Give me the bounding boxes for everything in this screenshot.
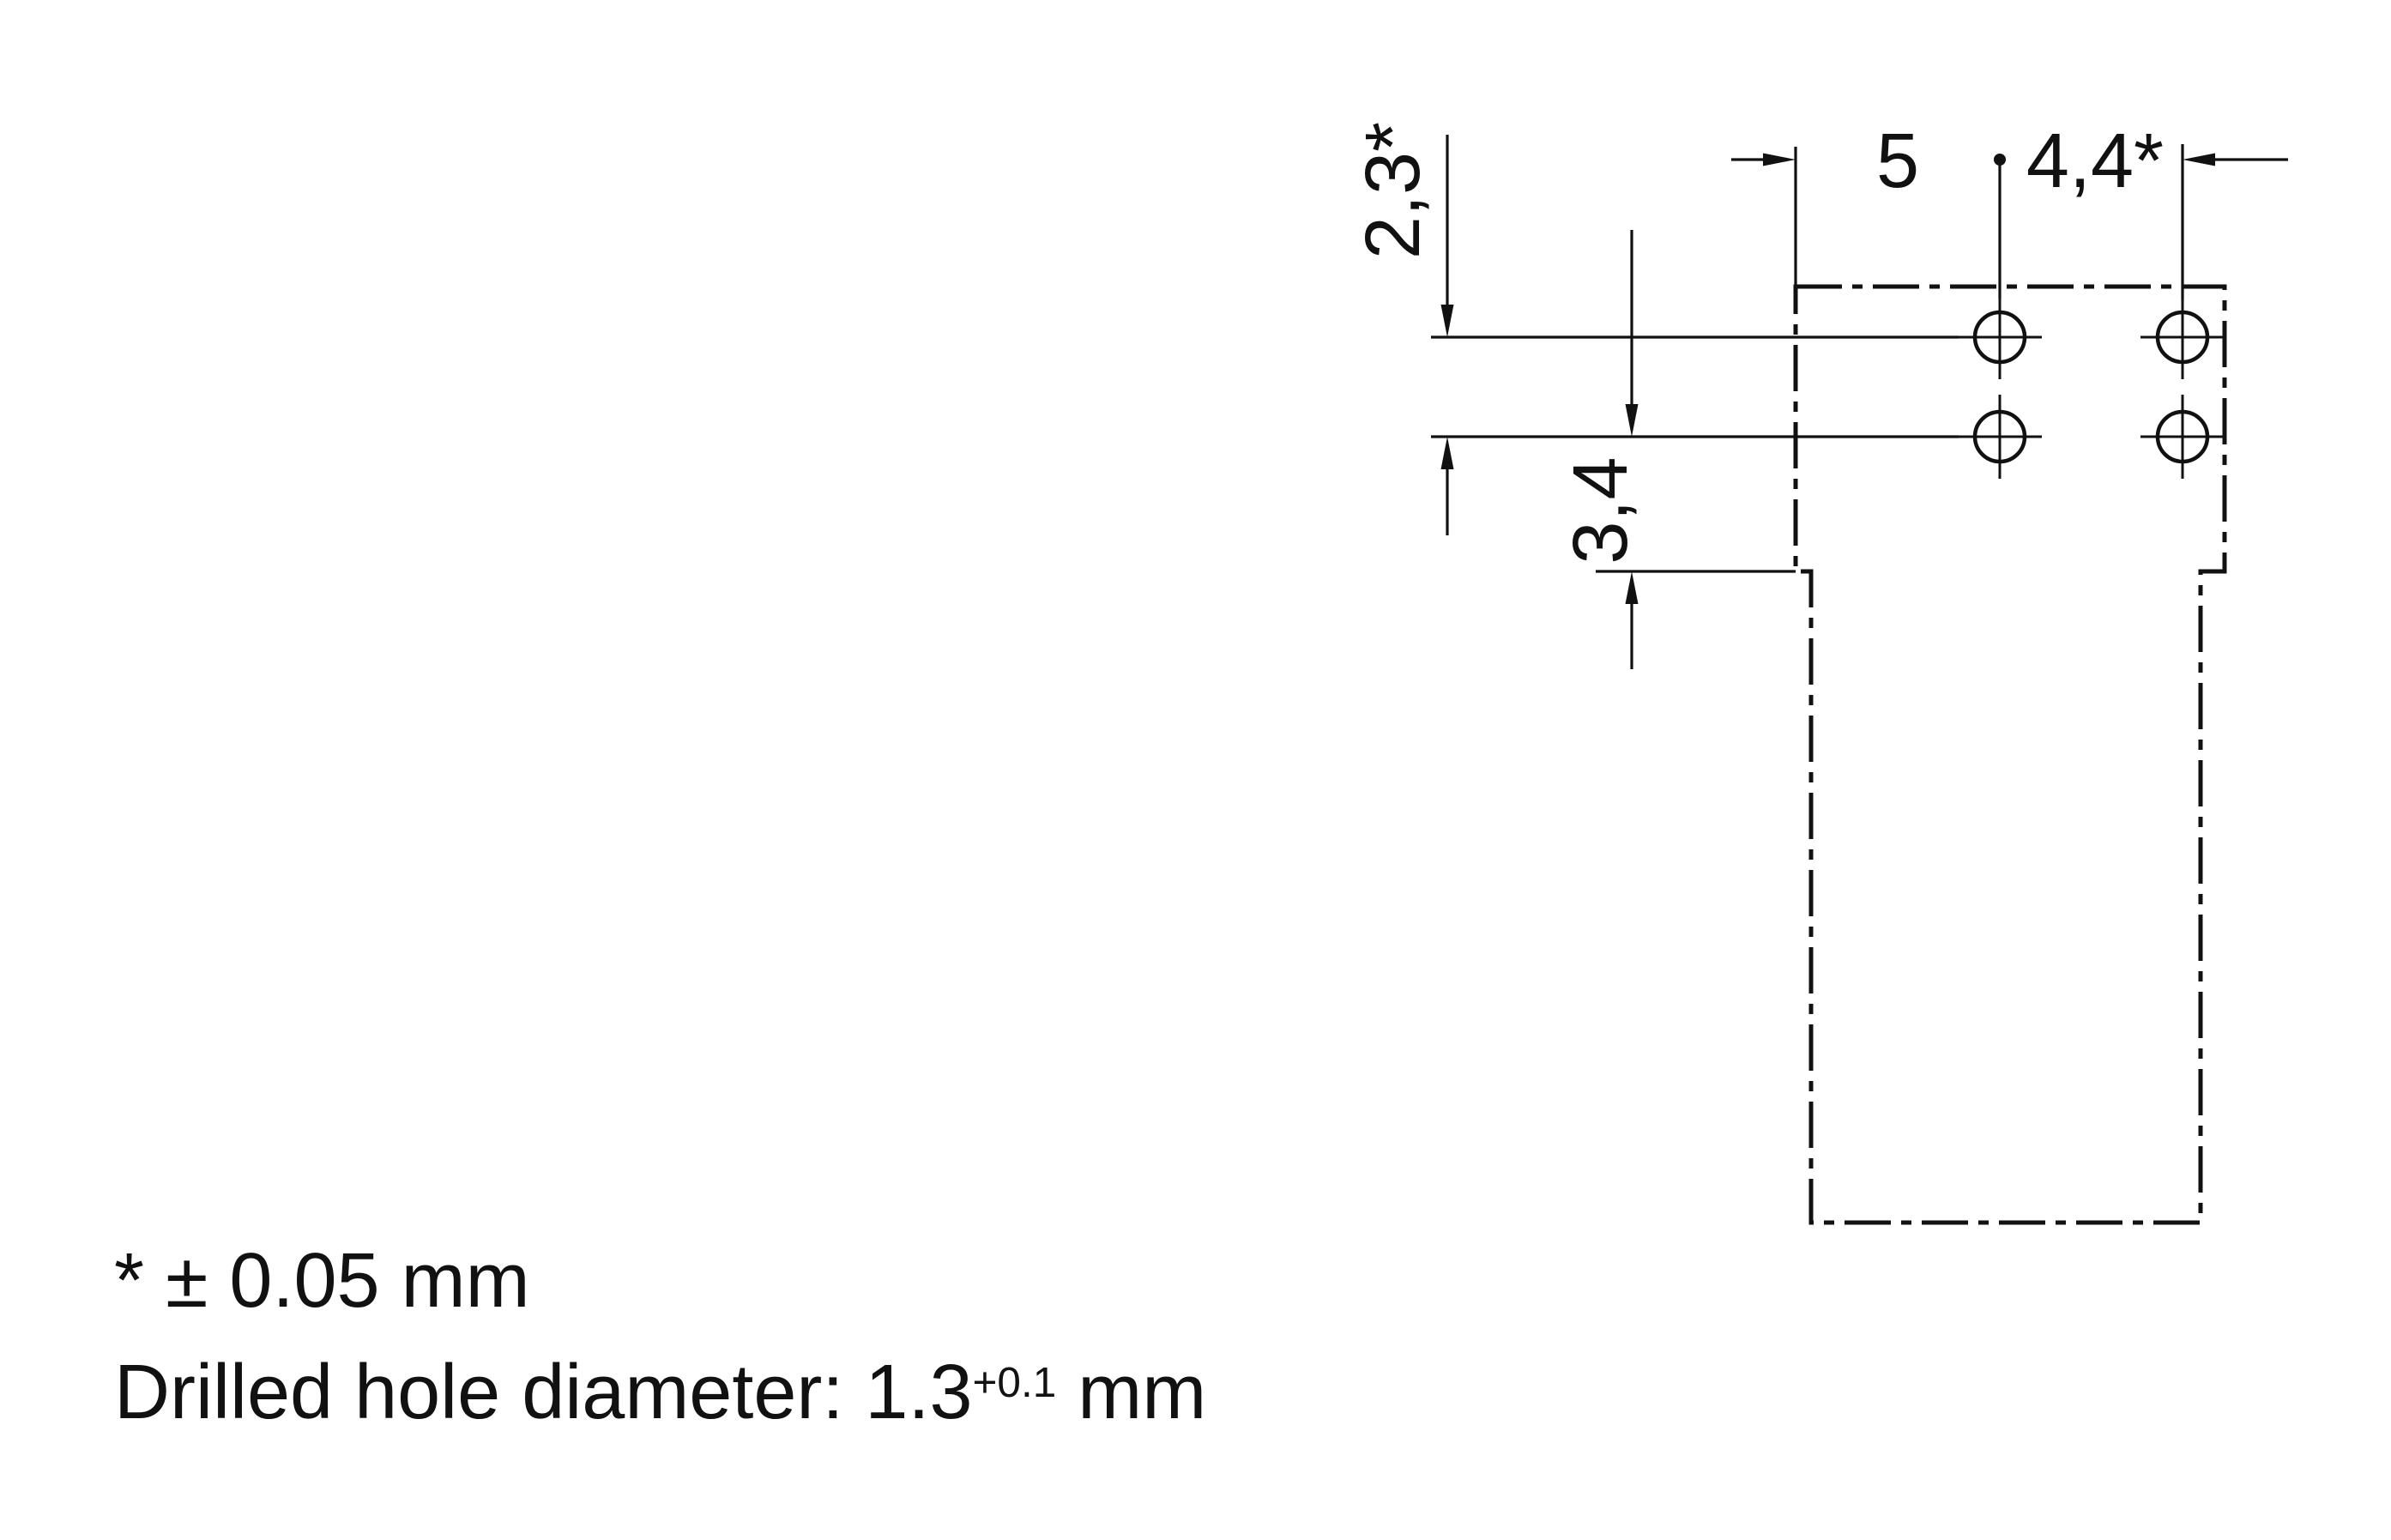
dim-label-edge-to-hole: 5 (1876, 118, 1919, 204)
arrow-up-icon (1440, 437, 1454, 469)
drilled-hole-note-text: Drilled hole diameter: 1.3 (114, 1350, 973, 1435)
hole-circle (2155, 310, 2210, 365)
drilled-hole-note-superscript: +0.1 (972, 1359, 1057, 1407)
dimension-hole-columns: 5 4,4* (1731, 118, 2288, 300)
dim-label-row-spacing: 2,3* (1350, 122, 1436, 259)
dimension-row-spacing: 2,3* (1350, 122, 1454, 535)
drilled-hole-note: Drilled hole diameter: 1.3+0.1 mm (114, 1352, 1206, 1434)
drill-hole-bottom-left (1958, 395, 2042, 479)
arrow-up-icon (1625, 571, 1639, 604)
arrow-right-icon (1763, 153, 1796, 166)
tolerance-note: * ± 0.05 mm (114, 1238, 530, 1324)
dim-point-dot (1994, 154, 2006, 166)
arrow-down-icon (1440, 305, 1454, 337)
drill-hole-top-left (1958, 295, 2042, 379)
drilled-hole-note-unit: mm (1056, 1350, 1207, 1435)
drill-hole-top-right (2140, 295, 2225, 379)
arrow-left-icon (2183, 153, 2215, 166)
arrow-down-icon (1625, 404, 1639, 437)
hole-circle (1972, 310, 2027, 365)
footprint-outline-path (1793, 284, 2227, 1225)
hole-circle (2155, 409, 2210, 464)
drill-hole-bottom-right (2140, 395, 2225, 479)
dimension-row-to-edge: 3,4 (1558, 230, 1644, 669)
dim-label-hole-spacing: 4,4* (2026, 118, 2164, 204)
connector-outline (1793, 284, 2227, 1225)
dim-label-row-to-edge: 3,4 (1558, 456, 1644, 564)
hole-circle (1972, 409, 2027, 464)
